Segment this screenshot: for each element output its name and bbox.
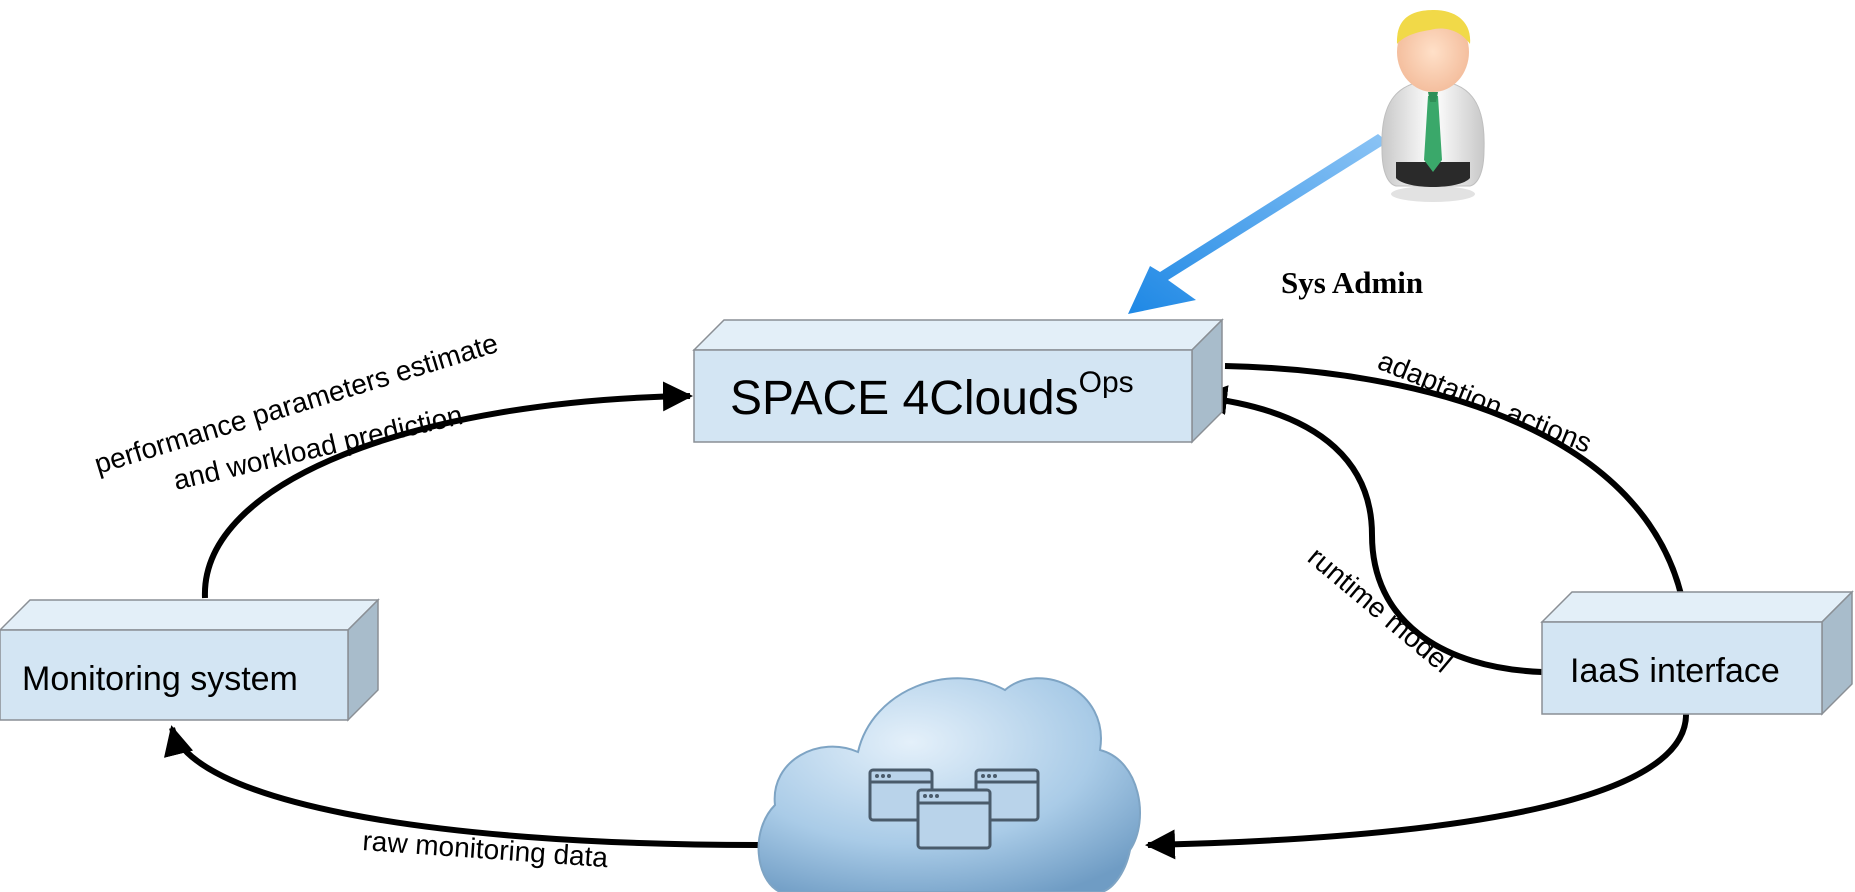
svg-text:SPACE 4CloudsOps: SPACE 4CloudsOps [730,366,1134,425]
monitoring-label: Monitoring system [22,660,298,698]
node-space4clouds[interactable]: SPACE 4CloudsOps [692,318,1224,444]
node-iaas-interface[interactable]: IaaS interface [1540,590,1854,716]
edge-raw-monitoring [164,725,759,848]
edge-performance-estimate [201,381,693,599]
iaas-label: IaaS interface [1570,652,1780,690]
cloud-with-windows-icon [757,677,1141,892]
space4clouds-superscript: Ops [1079,366,1134,399]
space4clouds-label: SPACE 4Clouds [730,372,1079,425]
edge-label-runtime-model: runtime model [1302,541,1458,679]
edge-runtime-model [1197,385,1543,675]
edge-iaas-to-cloud [1145,711,1690,860]
sysadmin-label: Sys Admin [1281,265,1423,300]
user-avatar-icon [1381,10,1485,202]
edge-label-adaptation-actions: adaptation actions [1374,345,1596,459]
edge-adaptation-actions [1224,363,1698,623]
sysadmin-arrow [1128,134,1388,314]
node-monitoring-system[interactable]: Monitoring system [0,598,380,722]
